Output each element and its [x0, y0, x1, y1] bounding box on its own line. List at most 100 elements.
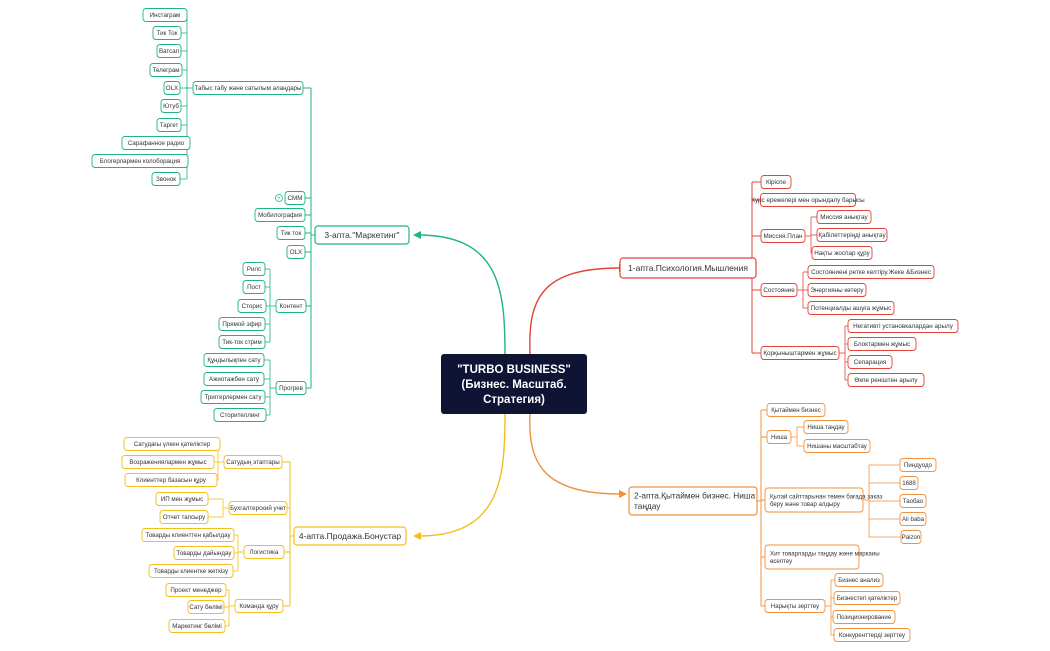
topic-пиндуодо[interactable]: Пиндуодо — [899, 458, 937, 472]
topic-label: 2-апта.Қытаймен бизнес. Ниша — [634, 491, 755, 501]
topic-label: Состояниені ретке келтіру.Жеке &Бизнес — [811, 268, 931, 276]
branch-marketing[interactable]: 3-апта."Маркетинг" — [314, 225, 410, 245]
topic-label: Товарды клиентке жеткізу — [154, 568, 229, 575]
topic-olx[interactable]: OLX — [163, 81, 181, 95]
topic-маркетинг-бөлімі[interactable]: Маркетинг бөлімі — [168, 619, 226, 633]
topic-label: Сатудағы үлкен қателіктер — [134, 441, 211, 448]
branch-psychology[interactable]: 1-апта.Психология.Мышления — [619, 257, 757, 279]
topic-paizon[interactable]: Paizon — [900, 530, 922, 544]
expand-toggle-icon[interactable]: + — [275, 194, 283, 203]
topic-отчет-тапсыру[interactable]: Отчет тапсыру — [159, 510, 209, 524]
topic-блоктармен-жұмыс[interactable]: Блоктармен жұмыс — [847, 337, 917, 351]
topic-позиционирование[interactable]: Позиционирование — [832, 610, 896, 624]
topic-товарды-дайындау[interactable]: Товарды дайындау — [173, 546, 235, 560]
topic-сату-бөлімі[interactable]: Сату бөлімі — [187, 600, 225, 614]
topic-прямой-эфир[interactable]: Прямой эфир — [218, 317, 266, 331]
topic-ниша-таңдау[interactable]: Ниша таңдау — [803, 420, 849, 434]
topic-1688[interactable]: 1688 — [899, 476, 919, 490]
topic-кіріспе[interactable]: Кіріспе — [760, 175, 792, 189]
topic-тик-ток[interactable]: Тик ток — [276, 226, 306, 240]
topic-сторис[interactable]: Сторис — [237, 299, 267, 313]
topic-құндылықпен-сату[interactable]: Құндылықпен сату — [203, 353, 265, 367]
topic-мобилография[interactable]: Мобилография — [254, 208, 306, 222]
arrow-icon — [413, 231, 421, 239]
topic-ватсап[interactable]: Ватсап — [156, 44, 182, 58]
topic-қабілеттеріңді-анықтау[interactable]: Қабілеттеріңді анықтау — [816, 228, 888, 242]
topic-нақты-жоспар-құру[interactable]: Нақты жоспар құру — [811, 246, 873, 260]
topic-сторителлинг[interactable]: Сторителлинг — [213, 408, 267, 422]
topic-потенциалды-ашуға-жұмыс[interactable]: Потенциалды ашуға жұмыс — [807, 301, 895, 315]
topic-инстаграм[interactable]: Инстаграм — [142, 8, 188, 22]
topic-ютуб[interactable]: Ютуб — [160, 99, 182, 113]
topic-label: Конкуренттерді зерттеу — [839, 632, 906, 639]
topic-label: Таргет — [160, 122, 179, 129]
topic-возражениялармен-жұмыс[interactable]: Возражениялармен жұмыс — [121, 455, 215, 469]
topic-label: Состояние — [763, 287, 795, 294]
connector-lines — [180, 15, 901, 636]
topic-label: Табыс табу және сатылым алаңдары — [195, 85, 302, 92]
topic-label: Курс ережелері мен орындалу барысы — [751, 196, 865, 204]
topic-ип-мен-жұмыс[interactable]: ИП мен жұмыс — [155, 492, 209, 506]
topic-табыс-табу-және-сатылым-алаңдары[interactable]: Табыс табу және сатылым алаңдары — [192, 81, 304, 95]
topic-нарықты-зерттеу[interactable]: Нарықты зерттеу — [764, 599, 826, 613]
topic-сатудағы-үлкен-қателіктер[interactable]: Сатудағы үлкен қателіктер — [123, 437, 221, 451]
branch-sales[interactable]: 4-апта.Продажа.Бонустар — [293, 526, 407, 546]
topic-негативті-установкалардан-арылу[interactable]: Негативті установкалардан арылу — [847, 319, 959, 333]
topic-клиенттер-базасын-құру[interactable]: Клиенттер базасын құру — [124, 473, 218, 487]
connector — [417, 413, 506, 537]
topic-энергияны-көтеру[interactable]: Энергияны көтеру — [807, 283, 867, 297]
topic-сепарация[interactable]: Сепарация — [847, 355, 893, 369]
topic-смм[interactable]: СММ — [284, 191, 306, 205]
topic-товарды-клиентке-жеткізу[interactable]: Товарды клиентке жеткізу — [148, 564, 234, 578]
topic-тик-ток-стрим[interactable]: Тик-ток стрим — [218, 335, 266, 349]
topic-миссия-анықтау[interactable]: Миссия анықтау — [816, 210, 872, 224]
topic-состояние[interactable]: Состояние — [760, 283, 798, 297]
topic-label: Товарды дайындау — [177, 550, 233, 557]
topic-қорқыныштармен-жұмыс[interactable]: Қорқыныштармен жұмыс — [760, 346, 840, 360]
topic-ниша[interactable]: Ниша — [766, 430, 792, 444]
topic-қытай-сайттарынан-төмен-бағада-заказ-бер[interactable]: Қытай сайттарынан төмен бағада заказберу… — [764, 487, 883, 513]
topic-состояниені-ретке-келтіру-жеке-бизнес[interactable]: Состояниені ретке келтіру.Жеке &Бизнес — [807, 265, 935, 279]
topic-хит-товарларды-таңдау-және-маркаиы-өсепт[interactable]: Хит товарларды таңдау және маркаиыөсепте… — [764, 544, 880, 570]
topic-триггерлермен-сату[interactable]: Триггерлермен сату — [200, 390, 266, 404]
central-topic-line: (Бизнес. Масштаб. — [461, 379, 566, 391]
topic-label: 3-апта."Маркетинг" — [324, 230, 399, 240]
topic-пост[interactable]: Пост — [242, 280, 266, 294]
topic-миссия-план[interactable]: Миссия.План — [760, 229, 806, 243]
topic-таобао[interactable]: Таобао — [899, 494, 927, 508]
topic-label: Негативті установкалардан арылу — [853, 322, 954, 330]
topic-команда-құру[interactable]: Команда құру — [234, 599, 284, 613]
topic-рилс[interactable]: Рилс — [242, 262, 266, 276]
topic-бухгалтерский-учет[interactable]: Бухгалтерский учет — [228, 501, 288, 515]
topic-сатудың-этаптары[interactable]: Сатудың этаптары — [223, 455, 283, 469]
topic-бизнестегі-қателіктер[interactable]: Бизнестегі қателіктер — [833, 591, 901, 605]
topic-тик-ток[interactable]: Тик Ток — [152, 26, 182, 40]
topic-товарды-клиенттен-қабылдау[interactable]: Товарды клиенттен қабылдау — [141, 528, 235, 542]
topic-label: Қабілеттеріңді анықтау — [818, 231, 886, 239]
topic-звонок[interactable]: Звонок — [151, 172, 181, 186]
topic-сарафанное-радио[interactable]: Сарафанное радио — [121, 136, 191, 150]
topic-өкпе-реніштен-арылу[interactable]: Өкпе реніштен арылу — [847, 373, 925, 387]
topic-прогрев[interactable]: Прогрев — [275, 381, 307, 395]
topic-label: 4-апта.Продажа.Бонустар — [299, 531, 402, 541]
connector — [529, 413, 621, 495]
topic-контент[interactable]: Контент — [275, 299, 307, 313]
topic-логистика[interactable]: Логистика — [243, 545, 285, 559]
topic-таргет[interactable]: Таргет — [156, 118, 182, 132]
topic-label: Нақты жоспар құру — [814, 250, 870, 257]
topic-телеграм[interactable]: Телеграм — [149, 63, 183, 77]
topic-бизнес-анализ[interactable]: Бизнес анализ — [834, 573, 884, 587]
topic-нишаны-масштабтау[interactable]: Нишаны масштабтау — [803, 439, 871, 453]
topic-olx[interactable]: OLX — [286, 245, 306, 259]
topic-label: Нарықты зерттеу — [771, 603, 820, 610]
topic-қытаймен-бизнес[interactable]: Қытаймен бизнес — [766, 403, 826, 417]
topic-проект-менеджер[interactable]: Проект менеджер — [165, 583, 227, 597]
topic-конкуренттерді-зерттеу[interactable]: Конкуренттерді зерттеу — [833, 628, 911, 642]
topic-курс-ережелері-мен-орындалу-барысы[interactable]: Курс ережелері мен орындалу барысы — [751, 193, 865, 207]
topic-ажиотажбен-сату[interactable]: Ажиотажбен сату — [203, 372, 265, 386]
topic-блогерлармен-колоборация[interactable]: Блогерлармен колоборация — [91, 154, 189, 168]
topic-ali-baba[interactable]: Ali baba — [899, 512, 927, 526]
topic-label: Контент — [280, 303, 303, 310]
central-topic[interactable]: "TURBO BUSINESS"(Бизнес. Масштаб.Стратег… — [441, 354, 587, 414]
